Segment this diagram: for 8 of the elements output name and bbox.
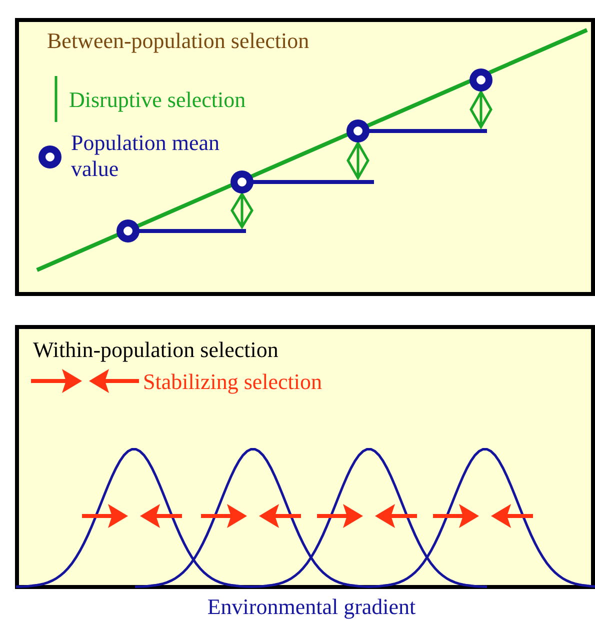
legend-label: Disruptive selection xyxy=(69,87,246,113)
legend-label: Stabilizing selection xyxy=(143,369,322,395)
panel xyxy=(15,325,595,589)
axis-label: Environmental gradient xyxy=(206,594,417,620)
panel-title: Between-population selection xyxy=(47,28,310,54)
panel xyxy=(15,18,595,296)
legend-label: Population mean value xyxy=(71,130,220,182)
panel-title: Within-population selection xyxy=(33,337,278,363)
